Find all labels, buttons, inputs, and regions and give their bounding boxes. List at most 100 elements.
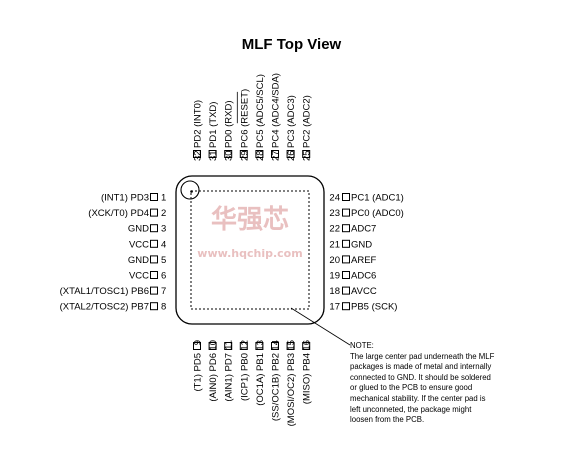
pin-number: 12 — [239, 340, 250, 351]
pin-pad — [342, 239, 350, 248]
note-heading: NOTE: — [350, 341, 374, 350]
pin-number: 26 — [286, 150, 297, 161]
pin1-indicator-inner-dot — [190, 190, 193, 193]
note-line: or glued to the PCB to ensure good — [350, 383, 473, 393]
pin-number: 21 — [329, 239, 340, 250]
pin-label: GND — [128, 255, 149, 266]
pin1-indicator-outer-circle — [180, 180, 200, 200]
pin-label: PC0 (ADC0) — [351, 208, 404, 219]
pin-number: 4 — [161, 239, 166, 250]
pin-number: 32 — [193, 150, 204, 161]
note-line: The large center pad underneath the MLF — [350, 351, 495, 361]
pin-label: (ICP1) PB0 — [239, 353, 250, 401]
pin-number: 16 — [302, 340, 313, 351]
pin-number: 18 — [329, 286, 340, 297]
pin-number: 3 — [161, 224, 166, 235]
pin-pad — [150, 255, 158, 264]
pin-number: 13 — [255, 340, 266, 351]
pin-pad — [208, 342, 217, 350]
pin-number: 24 — [329, 193, 340, 204]
pin-label: PC2 (ADC2) — [302, 95, 313, 148]
pin-pad — [286, 150, 295, 158]
note-block: NOTE: The large center pad underneath th… — [350, 341, 560, 426]
pin-number: 10 — [208, 340, 219, 351]
pin-pad — [342, 286, 350, 295]
note-line: loosen from the PCB. — [350, 415, 425, 425]
pin-pad — [271, 342, 279, 350]
pin-number: 30 — [224, 150, 235, 161]
pin-label: PC4 (ADC4/SDA) — [271, 73, 282, 148]
pin-pad — [150, 224, 158, 233]
pin-label: (MOSI/OC2) PB3 — [286, 353, 297, 426]
pin-label: AREF — [351, 255, 377, 266]
pin-label: (XCK/T0) PD4 — [88, 208, 149, 219]
pin-pad — [150, 271, 158, 279]
pin-pad — [239, 342, 248, 350]
package-body — [175, 175, 325, 325]
watermark-url: www.hqchip.com — [197, 247, 302, 260]
pin-number: 6 — [161, 271, 166, 282]
pin-number: 28 — [255, 150, 266, 161]
pin-pad — [193, 342, 201, 350]
pin-label: PD0 (RXD) — [224, 100, 235, 148]
pin-label: PD2 (INT0) — [193, 100, 204, 148]
pin-number: 31 — [208, 150, 219, 161]
pin-number: 15 — [286, 340, 297, 351]
pin-pad — [271, 150, 279, 158]
pin-number: 27 — [271, 150, 282, 161]
pin-number: 19 — [329, 271, 340, 282]
pin-label: PB5 (SCK) — [351, 302, 397, 313]
pin-pad — [224, 150, 233, 158]
pin-label: (SS/OC1B) PB2 — [271, 353, 282, 421]
pin-pad — [224, 342, 233, 350]
pin-number: 22 — [329, 224, 340, 235]
pin-pad — [150, 239, 158, 248]
pin-pad — [255, 150, 264, 158]
pin-number: 11 — [224, 340, 235, 350]
pin-number: 23 — [329, 208, 340, 219]
note-line: left unconneted, the package might — [350, 404, 472, 414]
pin-pad — [193, 150, 201, 158]
pin-pad — [150, 302, 158, 311]
watermark-logo: 华强芯 — [211, 204, 289, 235]
pin-pad — [342, 302, 350, 311]
pin-number: 9 — [193, 340, 204, 345]
pin-number: 8 — [161, 302, 166, 313]
pin-label: AVCC — [351, 286, 377, 297]
pin-label: (OC1A) PB1 — [255, 353, 266, 406]
pin-label: GND — [128, 224, 149, 235]
pin-pad — [342, 271, 350, 279]
pin-label: PC1 (ADC1) — [351, 193, 404, 204]
pin-number: 5 — [161, 255, 166, 266]
pin-label: VCC — [129, 239, 149, 250]
pin-label: VCC — [129, 271, 149, 282]
pin-number: 14 — [271, 340, 282, 351]
pin-pad — [342, 193, 350, 201]
pin-number: 25 — [302, 150, 313, 161]
note-line: connected to GND. It should be soldered — [350, 372, 491, 382]
pin-pad — [286, 342, 295, 350]
pin-label: PC5 (ADC5/SCL) — [255, 74, 266, 148]
pin-label: ADC6 — [351, 271, 376, 282]
pin-pad — [302, 342, 311, 350]
pin-label: (INT1) PD3 — [101, 193, 149, 204]
pin-number: 2 — [161, 208, 166, 219]
center-pad — [190, 190, 310, 310]
pin-number: 29 — [239, 150, 250, 161]
pin-label: GND — [351, 239, 372, 250]
pin-pad — [255, 342, 264, 350]
pin-label: (AIN1) PD7 — [224, 353, 235, 402]
pin-label: ADC7 — [351, 224, 376, 235]
pin-label: PC6 (RESET) — [239, 89, 250, 148]
pin-number: 7 — [161, 286, 166, 297]
pin-label: (MISO) PB4 — [302, 353, 313, 404]
pin-pad — [150, 286, 158, 295]
diagram-title: MLF Top View — [241, 36, 342, 53]
pin-number: 17 — [329, 302, 340, 313]
pin-pad — [150, 208, 158, 217]
note-line: packages is made of metal and internally — [350, 362, 492, 372]
pin-number: 1 — [161, 193, 166, 204]
note-leader-line — [290, 307, 351, 346]
pin-label: (AIN0) PD6 — [208, 353, 219, 402]
